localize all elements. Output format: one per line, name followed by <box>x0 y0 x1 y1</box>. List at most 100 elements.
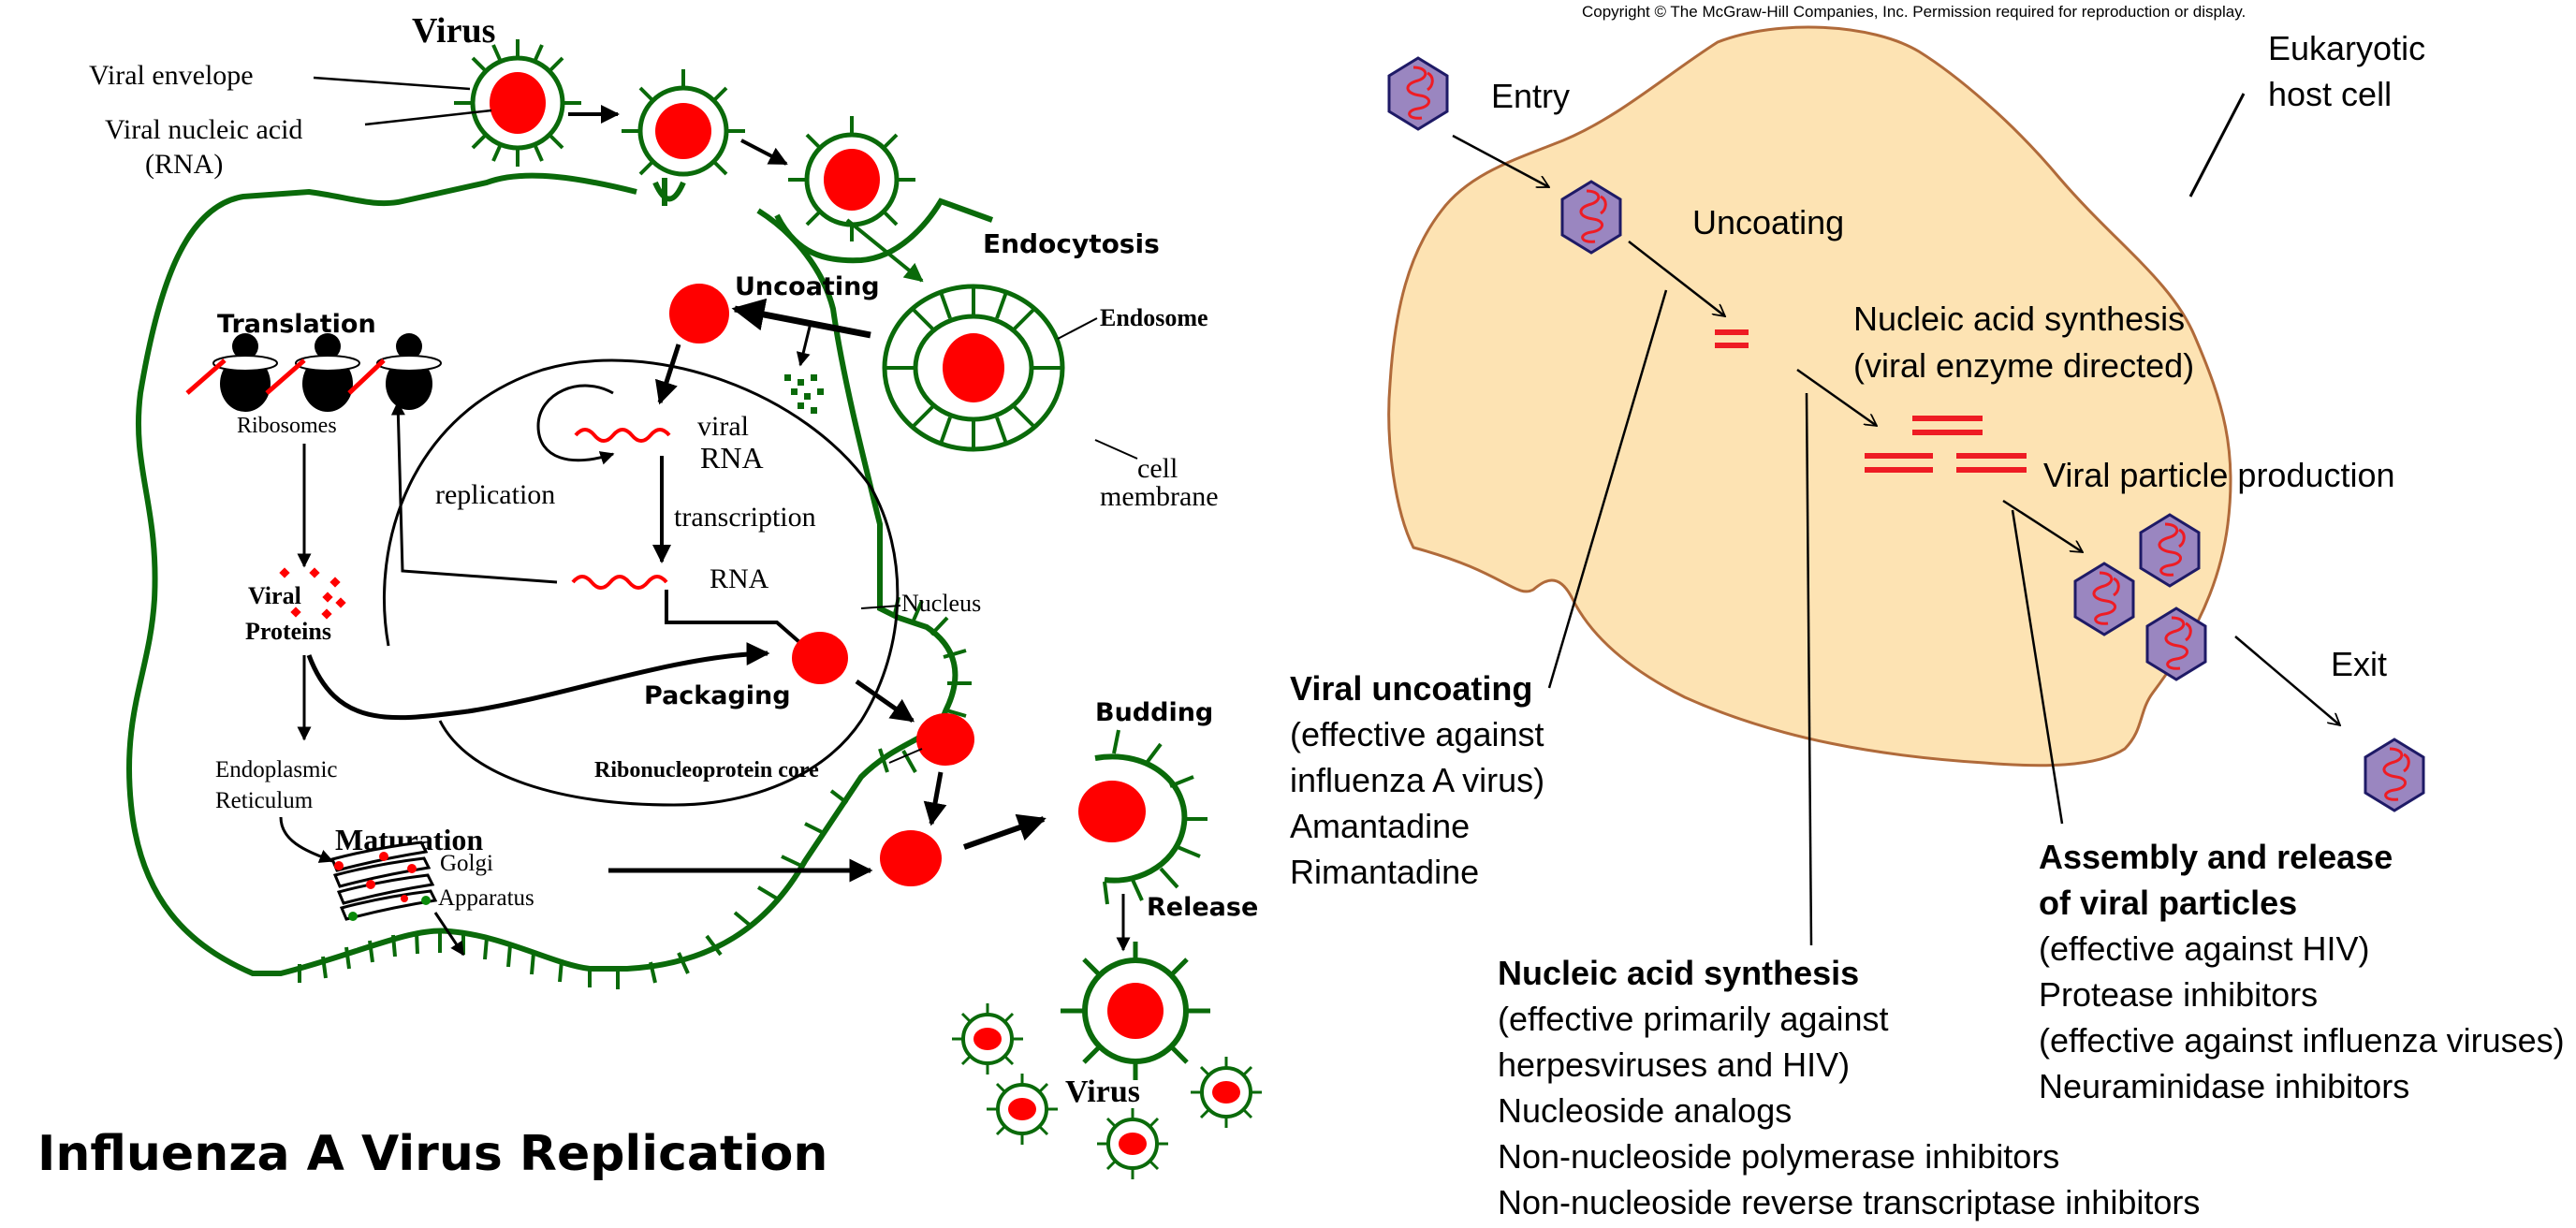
leader-host-cell <box>2188 93 2246 197</box>
label-endoplasmic: Endoplasmic <box>215 757 338 782</box>
target-assembly-line: (effective against HIV) <box>2039 929 2370 968</box>
arrow-to-budding <box>963 813 1046 850</box>
budding-bulge <box>1094 753 1188 884</box>
label-exit: Exit <box>2331 645 2387 683</box>
target-nucleic-line: Non-nucleoside polymerase inhibitors <box>1498 1137 2059 1176</box>
virus-particle-endocytosing <box>774 116 994 264</box>
replication-loop <box>536 384 615 465</box>
target-assembly-release: Assembly and release of viral particles … <box>2039 838 2565 1105</box>
label-budding: Budding <box>1095 698 1213 727</box>
label-host-cell: host cell <box>2268 75 2392 113</box>
ribosomes <box>185 333 442 412</box>
label-membrane: membrane <box>1100 481 1219 512</box>
viral-protein-dots <box>279 567 346 620</box>
target-assembly-line: (effective against influenza viruses) <box>2039 1021 2565 1060</box>
label-uncoating: Uncoating <box>735 272 880 301</box>
label-viral-nucleic-acid: Viral nucleic acid <box>105 114 302 145</box>
label-viral-enzyme-directed: (viral enzyme directed) <box>1853 346 2194 385</box>
cell-membrane <box>125 172 959 976</box>
label-viral-proteins-1: Viral <box>248 582 301 609</box>
pointer-uncoating-target <box>1547 289 1668 689</box>
label-replication: replication <box>435 479 555 510</box>
label-cell: cell <box>1137 453 1178 484</box>
viral-rna-strand <box>574 428 671 443</box>
membrane-spikes <box>298 596 972 989</box>
endosome <box>882 284 1065 452</box>
arrow-capsid-debris <box>796 322 812 367</box>
capsid-produced-3 <box>2145 607 2207 681</box>
target-assembly-line: Protease inhibitors <box>2039 975 2318 1014</box>
label-viral-rna-2: RNA <box>700 441 764 475</box>
antiviral-targets-diagram: Copyright © The McGraw-Hill Companies, I… <box>1290 3 2565 1221</box>
target-nucleic-line: herpesviruses and HIV) <box>1498 1045 1850 1084</box>
arrow-production <box>2002 499 2083 554</box>
label-release: Release <box>1147 893 1258 922</box>
target-nucleic-line: Nucleoside analogs <box>1498 1091 1792 1130</box>
arrow-proteins-to-packaging <box>306 641 770 721</box>
label-entry: Entry <box>1491 77 1570 115</box>
label-nucleic-synthesis: Nucleic acid synthesis <box>1853 300 2185 338</box>
leader-rnp-core <box>888 748 923 764</box>
target-nucleic-heading: Nucleic acid synthesis <box>1498 954 1859 992</box>
label-ribonucleoprotein-core: Ribonucleoprotein core <box>594 758 819 782</box>
label-eukaryotic: Eukaryotic <box>2268 29 2425 67</box>
label-viral-rna-1: viral <box>697 411 749 442</box>
packaged-rnp <box>792 632 848 684</box>
label-uncoating-right: Uncoating <box>1692 203 1844 241</box>
virus-particle-free <box>454 39 581 167</box>
ribonucleoprotein-core <box>916 713 974 766</box>
golgi-apparatus <box>329 841 438 921</box>
arrow-golgi-to-membrane <box>433 912 465 957</box>
label-nucleus: Nucleus <box>901 590 981 617</box>
arrow-rnp-down <box>923 771 947 826</box>
target-uncoating-line: (effective against <box>1290 715 1544 753</box>
arrow-into-nucleus <box>655 344 681 405</box>
label-endocytosis: Endocytosis <box>983 228 1160 259</box>
capsid-exited <box>2364 738 2425 812</box>
target-uncoating-line: Amantadine <box>1290 807 1470 845</box>
released-virus-large <box>1061 942 1210 1080</box>
target-uncoating-heading: Viral uncoating <box>1290 669 1532 708</box>
label-ribosomes: Ribosomes <box>237 414 337 438</box>
target-assembly-line: Neuraminidase inhibitors <box>2039 1067 2409 1105</box>
mrna-strand <box>571 575 668 590</box>
pointer-nucleic-target <box>1805 392 1813 946</box>
target-uncoating-line: Rimantadine <box>1290 853 1479 891</box>
label-reticulum: Reticulum <box>215 788 314 813</box>
nucleus <box>382 358 900 807</box>
capsid-entry <box>1387 56 1449 131</box>
leader-nucleus <box>860 605 901 609</box>
budding-virion-core <box>1078 781 1146 842</box>
arrow-virus-endocytose <box>740 139 788 166</box>
influenza-replication-diagram: Virus Viral envelope Viral nucleic acid … <box>37 11 1262 1182</box>
ribonucleoprotein-released <box>669 284 729 344</box>
leader-cell-membrane <box>1094 439 1138 460</box>
arrow-rna-to-translation <box>390 401 558 584</box>
released-viruses-small <box>952 1003 1262 1179</box>
arrow-synthesis <box>1796 368 1877 426</box>
budding-spikes <box>1103 729 1208 905</box>
leader-endosome <box>1057 317 1098 340</box>
label-apparatus: Apparatus <box>438 885 534 911</box>
pointer-assembly-target <box>2011 509 2064 825</box>
virus-particle-attaching <box>622 69 745 206</box>
label-virus-top: Virus <box>412 11 495 51</box>
rnp-near-membrane <box>880 830 942 886</box>
target-nucleic-line: Non-nucleoside reverse transcriptase inh… <box>1498 1183 2200 1221</box>
label-viral-envelope: Viral envelope <box>89 60 254 91</box>
replicated-nucleic-acids <box>1865 416 2027 473</box>
target-assembly-heading-1: Assembly and release <box>2039 838 2393 876</box>
label-golgi: Golgi <box>440 851 493 876</box>
capsid-produced-2 <box>2139 513 2201 588</box>
target-assembly-heading-2: of viral particles <box>2039 884 2297 922</box>
arrow-er-to-golgi <box>279 816 334 863</box>
capsid-debris <box>784 374 824 414</box>
target-viral-uncoating: Viral uncoating (effective against influ… <box>1290 669 1544 891</box>
arrow-uncoating-right <box>1628 241 1725 316</box>
label-viral-proteins-2: Proteins <box>245 618 331 645</box>
arrow-uncoating <box>731 298 871 339</box>
arrow-rnp-exit-nucleus <box>855 679 915 724</box>
label-virus-bottom: Virus <box>1065 1074 1140 1109</box>
nucleic-acid-strands <box>1715 329 1749 348</box>
